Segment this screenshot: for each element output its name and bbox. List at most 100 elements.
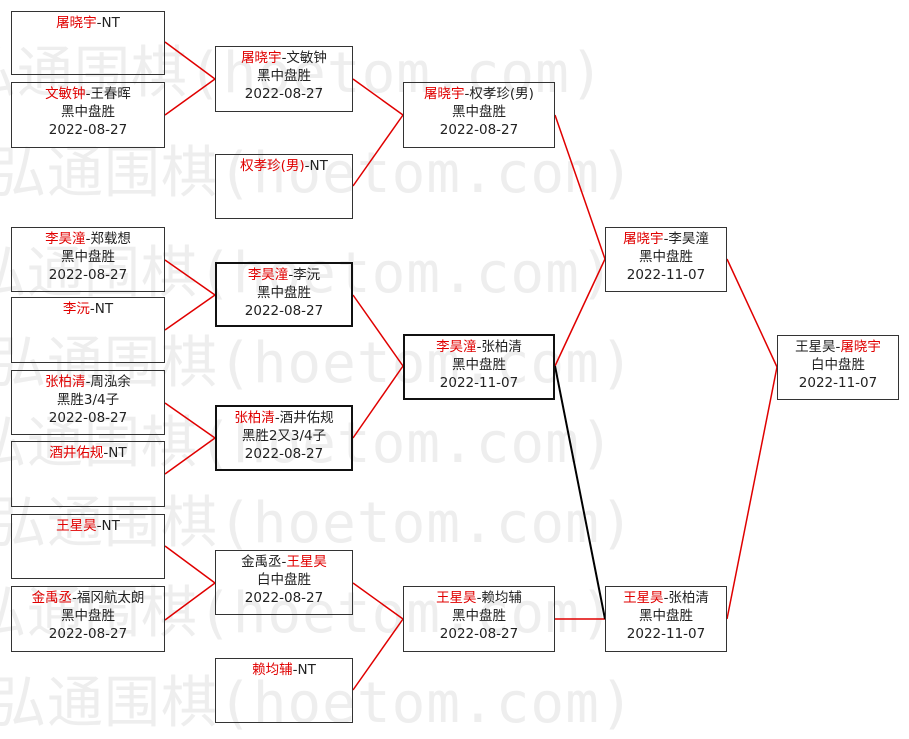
match-result: 黑中盘胜 (639, 608, 693, 624)
match-box-r4-1: 屠晓宇-李昊潼 黑中盘胜 2022-11-07 (605, 227, 727, 292)
match-date: 2022-08-27 (439, 122, 519, 138)
match-box-r2-2: 权孝珍(男)-NT (215, 154, 353, 219)
winner-name: 张柏清 (45, 374, 86, 390)
match-box-r1-1: 屠晓宇-NT (11, 11, 165, 75)
connector-line (164, 78, 216, 116)
connector-line (164, 41, 216, 80)
winner-name: 赖均辅 (252, 662, 293, 678)
match-title: 李昊潼-李沅 (217, 266, 351, 284)
connector-line (352, 582, 404, 620)
match-date: 2022-08-27 (439, 626, 519, 642)
match-box-r2-3: 李昊潼-李沅 黑中盘胜 2022-08-27 (215, 262, 353, 327)
winner-name: 屠晓宇 (840, 339, 881, 355)
match-title: 王星昊-屠晓宇 (778, 338, 898, 356)
match-result: 黑中盘胜 (61, 249, 115, 265)
winner-name: 权孝珍(男) (240, 158, 305, 174)
winner-name: 张柏清 (234, 410, 275, 426)
loser-name: -张柏清 (663, 590, 709, 606)
connector-line (164, 582, 216, 621)
match-title: 屠晓宇-NT (12, 14, 164, 32)
match-date: 2022-08-27 (48, 122, 128, 138)
winner-name: 李昊潼 (436, 339, 477, 355)
loser-name: -周泓余 (85, 374, 131, 390)
match-date: 2022-11-07 (439, 375, 519, 391)
match-result: 黑中盘胜 (452, 104, 506, 120)
connector-line (352, 294, 404, 367)
loser-name: 金禹丞- (241, 554, 287, 570)
match-box-r1-6: 酒井佑规-NT (11, 441, 165, 507)
match-result: 黑中盘胜 (452, 357, 506, 373)
connector-line (726, 366, 778, 620)
match-box-r1-4: 李沅-NT (11, 297, 165, 363)
match-result: 黑中盘胜 (257, 285, 311, 301)
loser-name: -NT (89, 301, 114, 317)
match-date: 2022-11-07 (798, 375, 878, 391)
match-title: 张柏清-周泓余 (12, 373, 164, 391)
match-date: 2022-08-27 (244, 590, 324, 606)
match-title: 屠晓宇-权孝珍(男) (404, 85, 554, 103)
match-box-r2-1: 屠晓宇-文敏钟 黑中盘胜 2022-08-27 (215, 46, 353, 112)
loser-name: -NT (304, 158, 328, 174)
match-title: 酒井佑规-NT (12, 444, 164, 462)
match-title: 王星昊-赖均辅 (404, 589, 554, 607)
loser-name: -赖均辅 (476, 590, 522, 606)
loser-name: -NT (292, 662, 316, 678)
connector-line (554, 114, 606, 260)
match-box-r2-5: 金禹丞-王星昊 白中盘胜 2022-08-27 (215, 550, 353, 615)
match-result: 黑中盘胜 (61, 104, 115, 120)
match-title: 屠晓宇-李昊潼 (606, 230, 726, 248)
winner-name: 屠晓宇 (56, 15, 97, 31)
loser-name: -王春晖 (85, 86, 131, 102)
winner-name: 王星昊 (623, 590, 664, 606)
winner-name: 王星昊 (286, 554, 327, 570)
match-box-r1-8: 金禹丞-福冈航太朗 黑中盘胜 2022-08-27 (11, 586, 165, 652)
match-title: 王星昊-张柏清 (606, 589, 726, 607)
winner-name: 李昊潼 (45, 231, 86, 247)
loser-name: -酒井佑规 (274, 410, 334, 426)
loser-name: -福冈航太朗 (72, 590, 145, 606)
match-title: 屠晓宇-文敏钟 (216, 49, 352, 67)
loser-name: -NT (103, 445, 127, 461)
match-result: 黑胜3/4子 (56, 392, 120, 408)
match-date: 2022-08-27 (244, 86, 324, 102)
winner-name: 李昊潼 (247, 267, 289, 283)
connector-line (352, 78, 404, 116)
match-title: 权孝珍(男)-NT (216, 157, 352, 175)
connector-line (164, 545, 216, 584)
match-result: 黑中盘胜 (61, 608, 115, 624)
match-title: 文敏钟-王春晖 (12, 85, 164, 103)
loser-name: -NT (96, 518, 120, 534)
loser-name: -郑载想 (85, 231, 131, 247)
match-result: 白中盘胜 (811, 357, 865, 373)
connector-line (164, 259, 216, 296)
match-title: 李沅-NT (12, 300, 164, 318)
match-date: 2022-08-27 (244, 303, 324, 319)
match-date: 2022-08-27 (48, 267, 128, 283)
match-title: 张柏清-酒井佑规 (217, 409, 351, 427)
connector-line (164, 402, 216, 439)
match-box-r2-6: 赖均辅-NT (215, 658, 353, 723)
match-title: 金禹丞-福冈航太朗 (12, 589, 164, 607)
match-date: 2022-11-07 (626, 626, 706, 642)
match-date: 2022-08-27 (244, 446, 324, 462)
winner-name: 文敏钟 (45, 86, 86, 102)
winner-name: 王星昊 (56, 518, 97, 534)
match-box-r4-2: 王星昊-张柏清 黑中盘胜 2022-11-07 (605, 586, 727, 652)
loser-name: 王星昊- (795, 339, 841, 355)
loser-name: -李沅 (288, 267, 321, 283)
loser-name: -NT (96, 15, 120, 31)
match-result: 黑中盘胜 (639, 249, 693, 265)
match-box-r1-7: 王星昊-NT (11, 514, 165, 579)
loser-name: -文敏钟 (281, 50, 327, 66)
match-box-r3-3: 王星昊-赖均辅 黑中盘胜 2022-08-27 (403, 586, 555, 652)
match-title: 李昊潼-张柏清 (405, 338, 553, 356)
connector-line (352, 365, 404, 439)
match-box-r3-1: 屠晓宇-权孝珍(男) 黑中盘胜 2022-08-27 (403, 82, 555, 148)
connector-line (352, 618, 404, 691)
connector-line (352, 114, 404, 187)
match-box-r1-5: 张柏清-周泓余 黑胜3/4子 2022-08-27 (11, 370, 165, 435)
loser-name: -张柏清 (476, 339, 522, 355)
match-result: 黑中盘胜 (257, 68, 311, 84)
loser-name: -权孝珍(男) (464, 86, 534, 102)
